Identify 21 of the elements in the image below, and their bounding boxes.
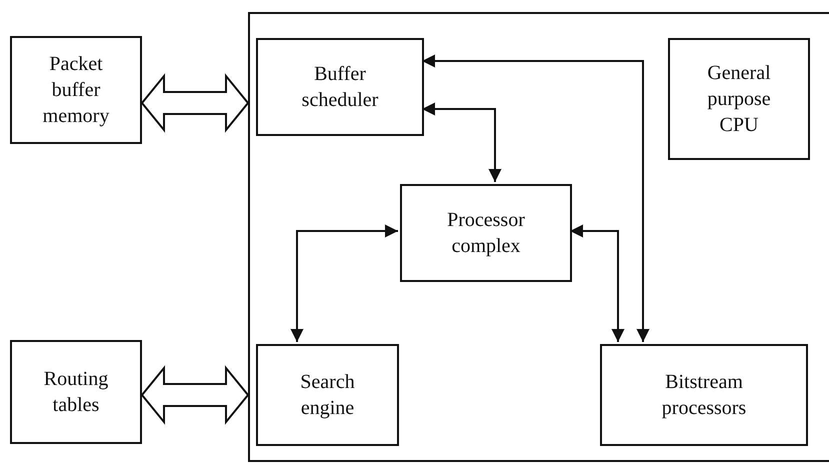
arrow (422, 102, 502, 182)
block-box (256, 344, 399, 446)
arrow (570, 224, 624, 342)
outer-frame (248, 12, 829, 462)
block-label: Packet buffer memory (42, 52, 110, 129)
block-label: Bitstream processors (660, 370, 748, 421)
arrow (422, 54, 650, 342)
block-box (400, 184, 572, 282)
block-label: Routing tables (42, 367, 110, 418)
block-box (600, 344, 808, 446)
block-box (256, 38, 424, 136)
block-box (10, 340, 142, 444)
block-box (668, 38, 810, 160)
block-label: Processor complex (446, 208, 526, 259)
double-arrow (140, 365, 250, 425)
block-label: General purpose CPU (706, 61, 772, 138)
double-arrow (140, 73, 250, 133)
block-label: Search engine (299, 370, 356, 421)
arrow (290, 224, 398, 342)
block-label: Buffer scheduler (300, 62, 380, 113)
block-box (10, 36, 142, 144)
